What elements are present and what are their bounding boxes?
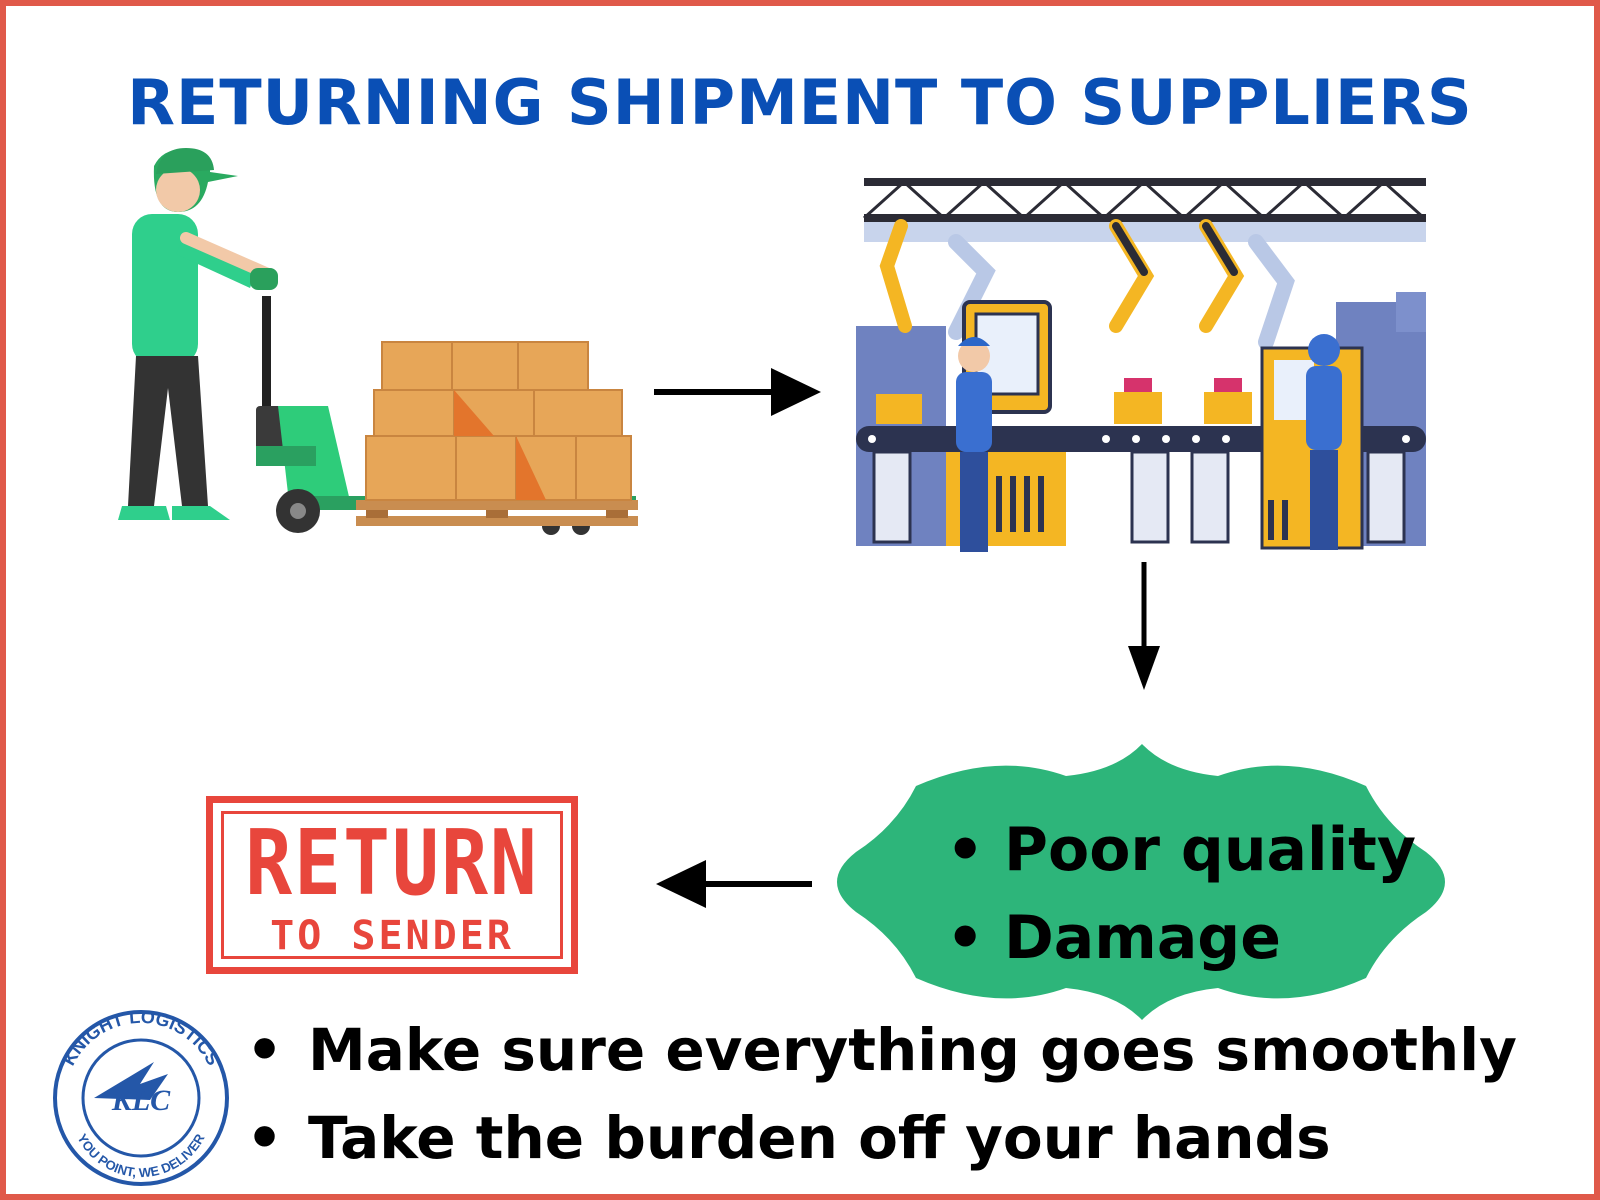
benefits-list: Make sure everything goes smoothly Take … bbox=[246, 1006, 1517, 1182]
list-item: Damage bbox=[946, 894, 1416, 982]
page-title: RETURNING SHIPMENT TO SUPPLIERS bbox=[127, 66, 1473, 139]
list-item: Poor quality bbox=[946, 806, 1416, 894]
stamp-sub-text: TO SENDER bbox=[270, 913, 514, 959]
worker-pallet-jack-icon bbox=[118, 148, 638, 535]
company-logo-icon: KLC KNIGHT LOGISTICS YOU POINT, WE DELIV… bbox=[53, 1007, 229, 1186]
list-item: Take the burden off your hands bbox=[246, 1094, 1517, 1182]
list-item: Make sure everything goes smoothly bbox=[246, 1006, 1517, 1094]
stamp-inner-border bbox=[221, 811, 563, 959]
arrow-right-icon bbox=[654, 368, 821, 416]
stamp-main-text: RETURN bbox=[245, 812, 539, 916]
return-stamp-icon: RETURN TO SENDER bbox=[206, 796, 578, 974]
arrow-down-icon bbox=[1128, 562, 1160, 690]
logo-initials: KLC bbox=[111, 1084, 171, 1117]
reasons-list: Poor quality Damage bbox=[946, 806, 1416, 982]
factory-robot-line-icon bbox=[856, 178, 1426, 552]
arrow-left-icon bbox=[656, 860, 812, 908]
